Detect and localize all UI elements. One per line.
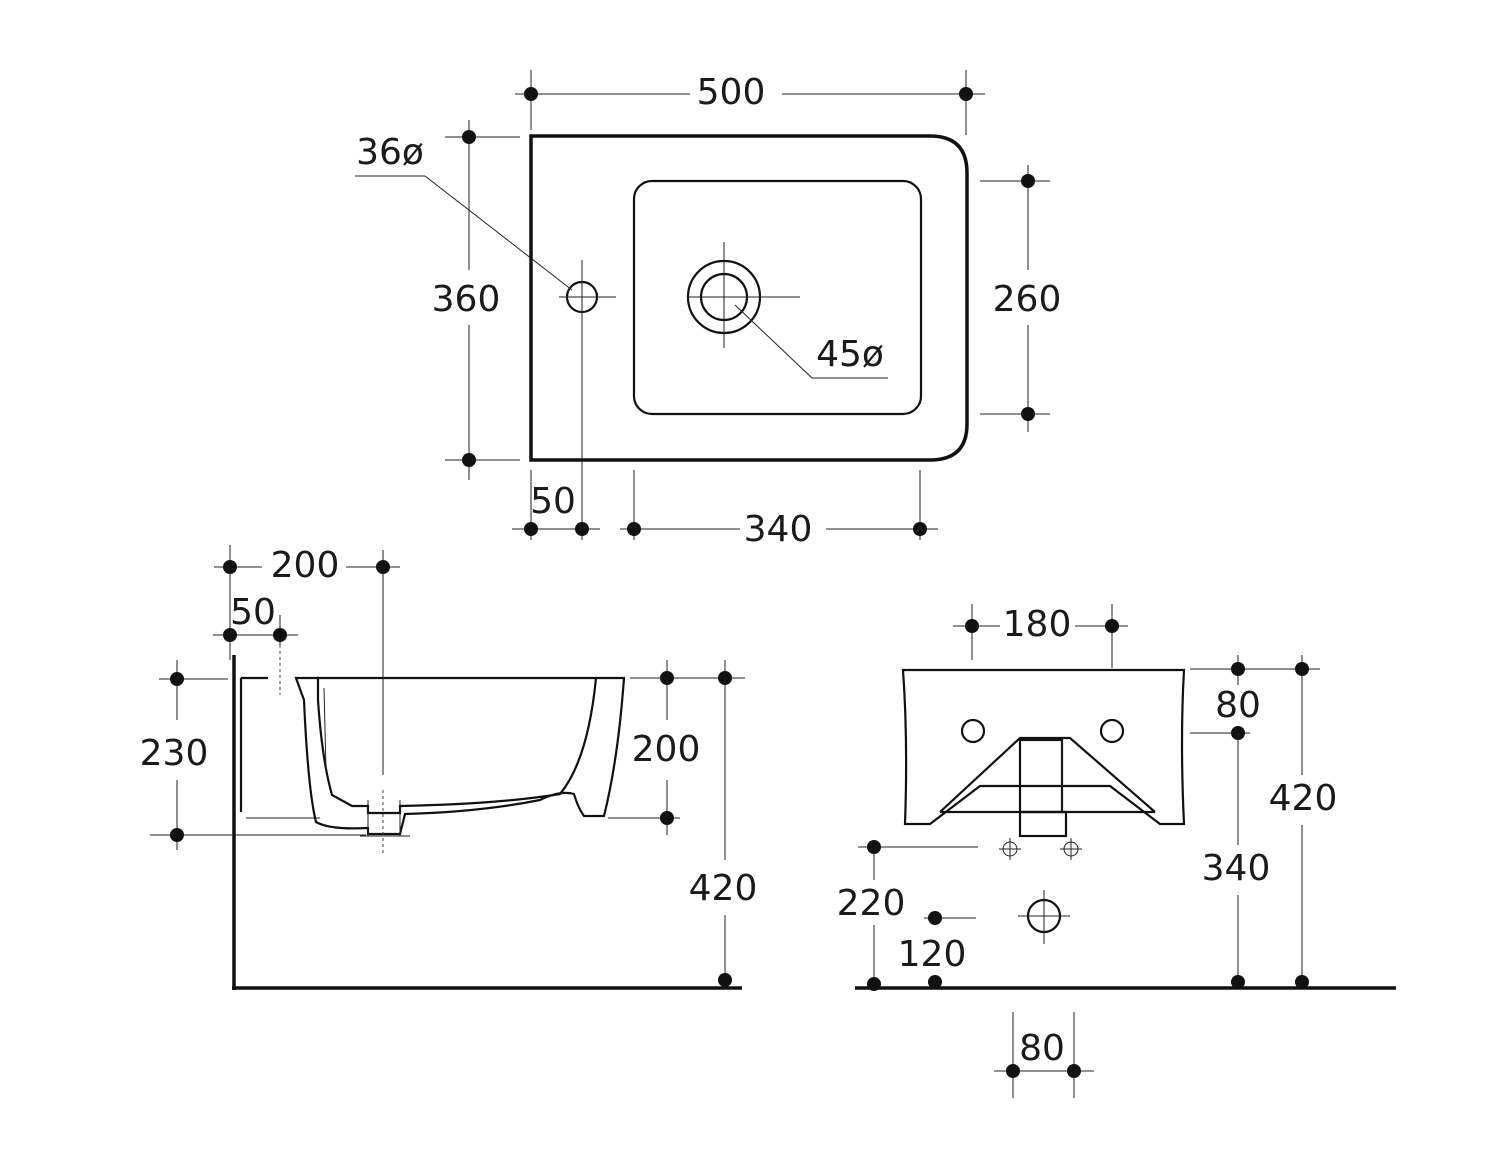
mount-height-label: 420: [689, 868, 758, 909]
drain-offset-label: 200: [271, 545, 340, 586]
fixing-hole-right: [1099, 718, 1125, 744]
pipe-spacing-label: 80: [1019, 1028, 1065, 1069]
wall-offset-label: 50: [230, 592, 276, 633]
width-label: 500: [697, 72, 766, 113]
tap-hole-label: 36ø: [356, 132, 424, 173]
basin-profile: [294, 676, 626, 836]
bracket-label: 80: [1215, 685, 1261, 726]
side-view: 200 50 230 200 420: [140, 545, 758, 990]
basin-front: [901, 668, 1186, 826]
tap-offset-label: 50: [530, 481, 576, 522]
bowl-height-label: 200: [632, 729, 701, 770]
drain-label: 45ø: [816, 334, 884, 375]
drain-height-label: 120: [898, 934, 967, 975]
waste-height-label: 220: [837, 883, 906, 924]
basin-width-label: 340: [744, 509, 813, 550]
fixing-hole-left: [960, 718, 986, 744]
siphon-cup: [1018, 810, 1068, 838]
holes-spacing-label: 180: [1003, 604, 1072, 645]
basin-bowl: [632, 179, 923, 416]
siphon-body: [1018, 738, 1064, 814]
bracket-height-label: 340: [1202, 848, 1271, 889]
height-label: 230: [140, 733, 209, 774]
front-view: 180 80 340 420 220 120: [837, 604, 1396, 1098]
total-height-label: 420: [1269, 778, 1338, 819]
basin-depth-label: 260: [993, 279, 1062, 320]
depth-label: 360: [432, 279, 501, 320]
top-view: 500 360 260 50 340 36ø: [355, 70, 1061, 550]
basin-outline: [529, 134, 969, 462]
